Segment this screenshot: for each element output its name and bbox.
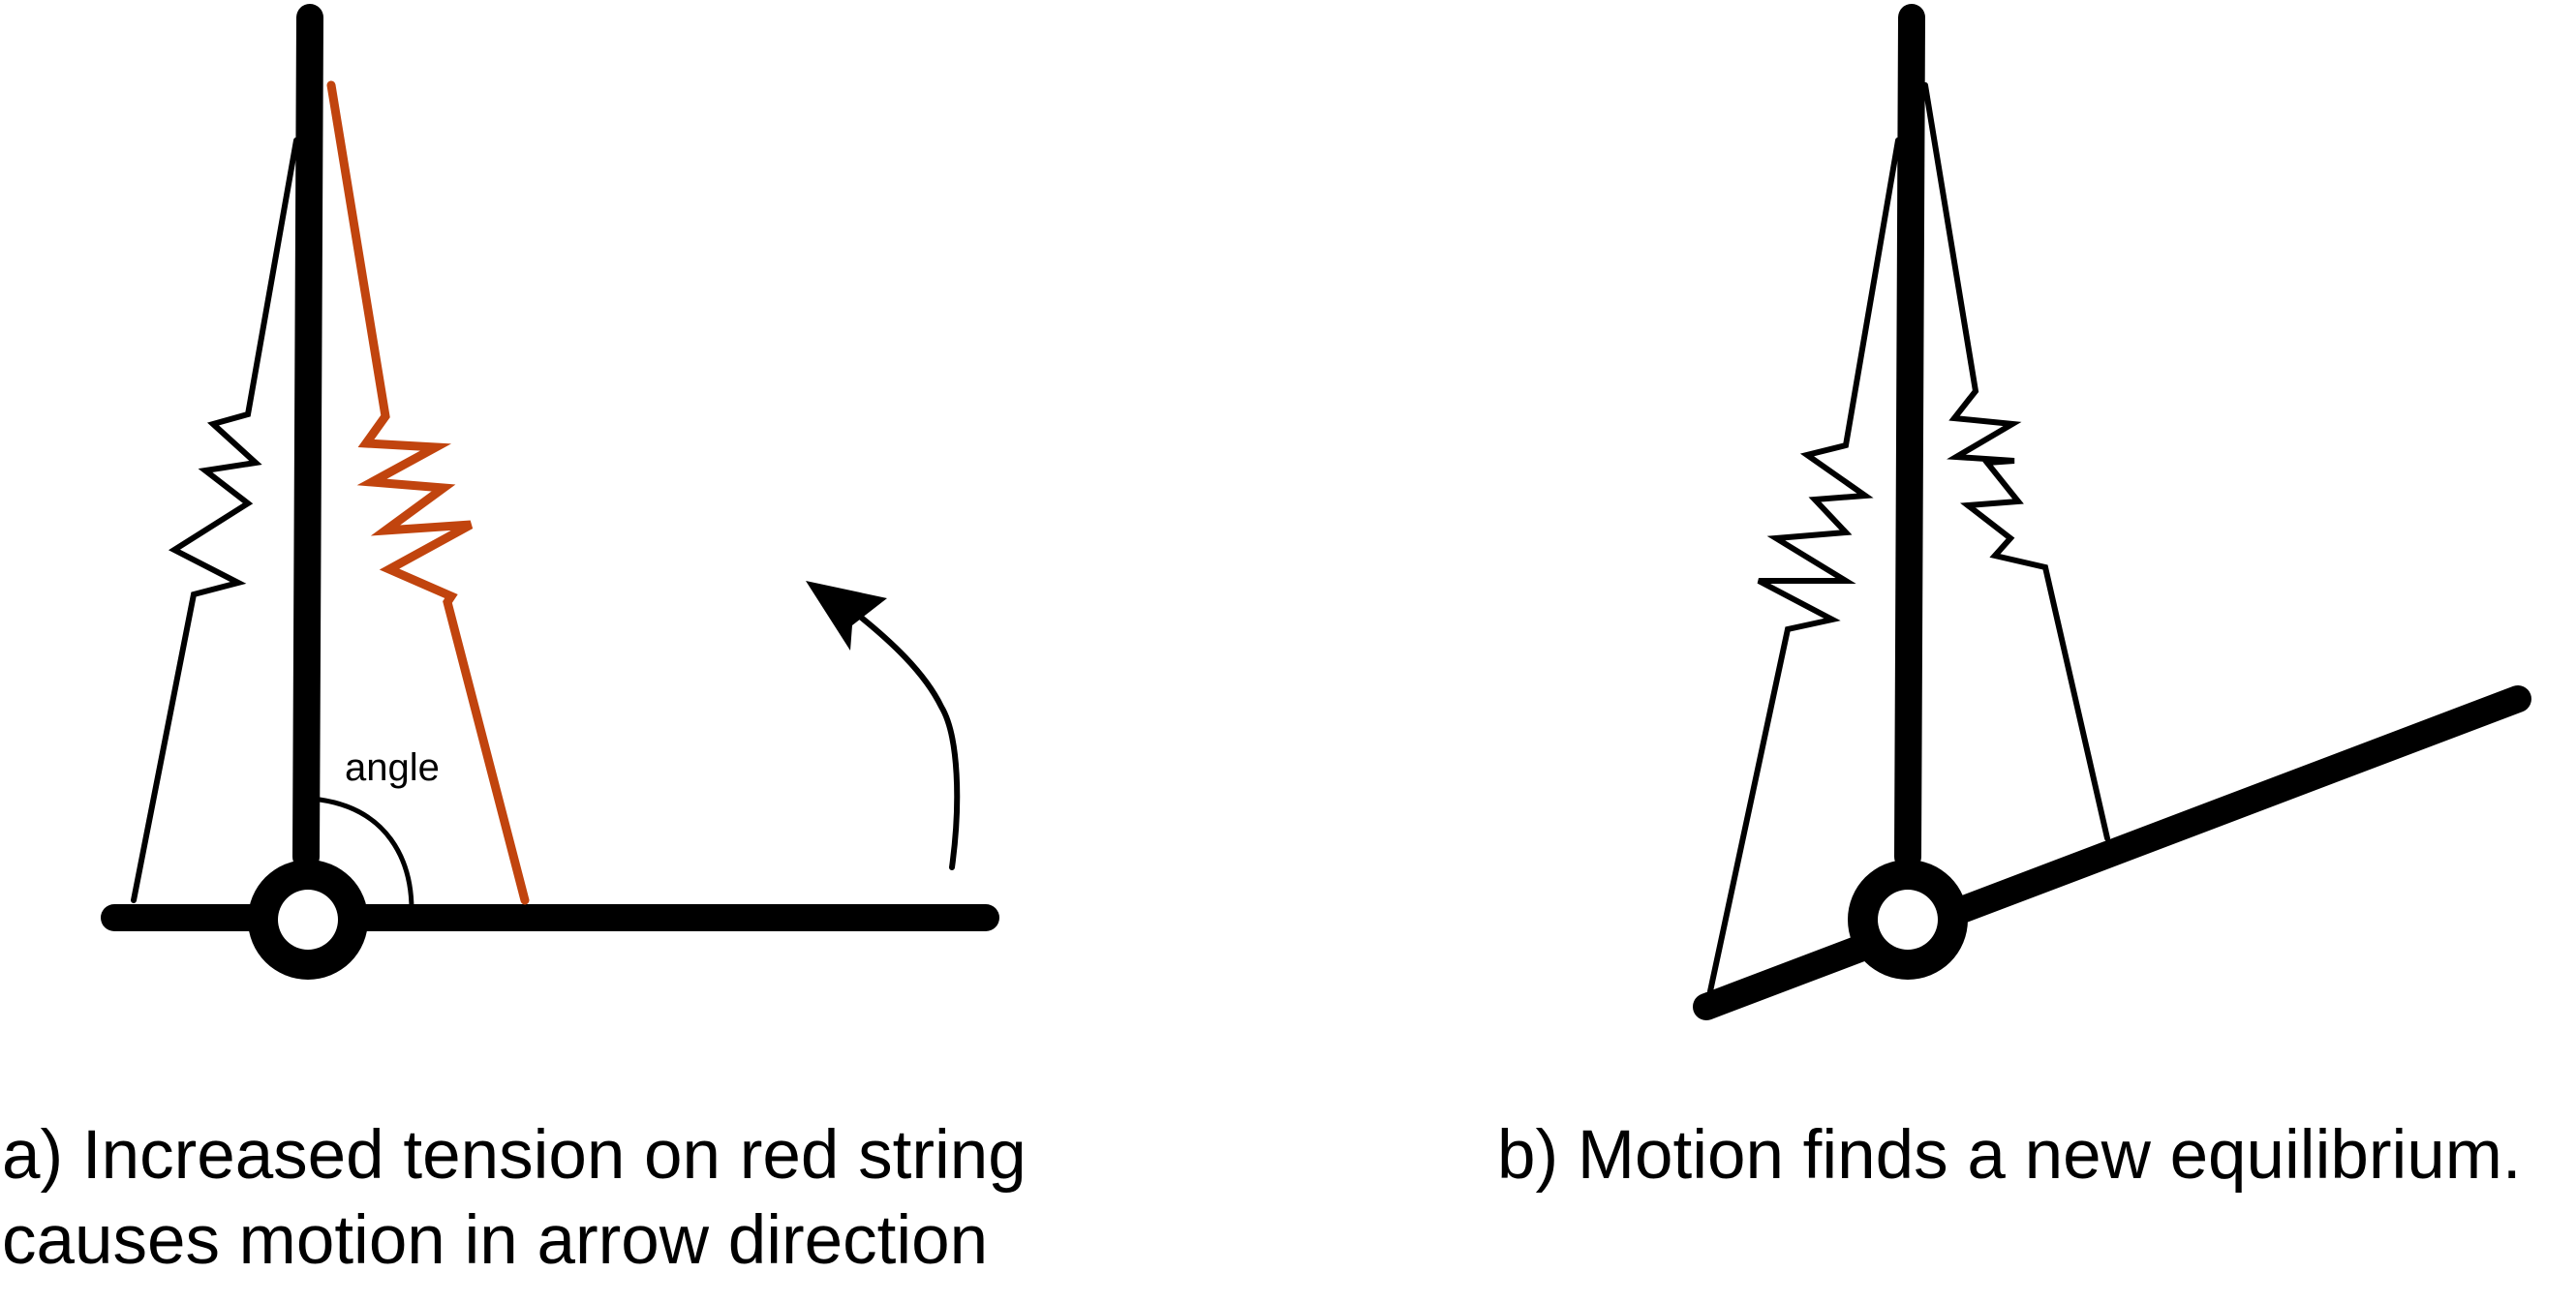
upper-arm-b [1894,4,1925,870]
caption-a-line2: causes motion in arrow direction [2,1202,989,1279]
left-string-a [131,137,299,903]
rotation-arrow-icon [806,581,961,870]
right-string-b [1922,82,2110,841]
panel-b [1693,4,2531,1020]
panel-a: angle [101,4,999,980]
caption-b-line1: b) Motion finds a new equilibrium. [1497,1117,2522,1194]
caption-a: a) Increased tension on red string cause… [2,1113,1027,1284]
angle-label: angle [345,746,440,789]
red-string-a [326,80,530,905]
left-string-b [1707,137,1901,994]
caption-a-line1: a) Increased tension on red string [2,1117,1027,1194]
lower-arm-b [1693,685,2531,1020]
caption-b: b) Motion finds a new equilibrium. [1497,1113,2522,1198]
pivot-joint-a-icon [248,860,368,980]
upper-arm-a [292,4,323,870]
angle-arc [317,797,414,913]
pivot-joint-b-icon [1848,860,1968,980]
